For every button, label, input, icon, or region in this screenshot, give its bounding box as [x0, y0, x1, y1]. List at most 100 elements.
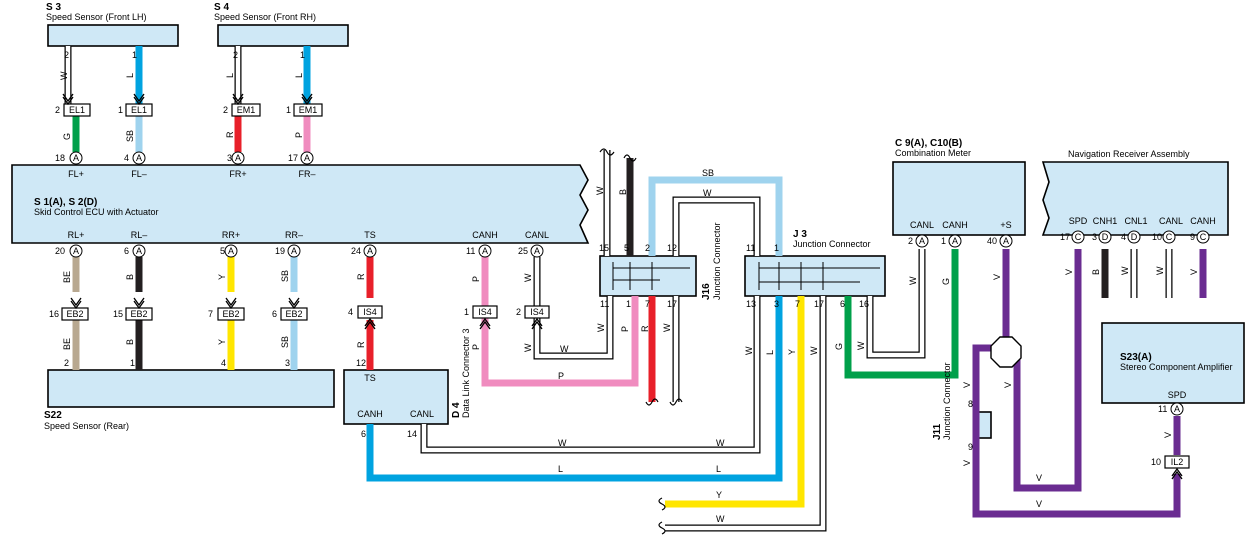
svg-text:CANH: CANH [1190, 216, 1216, 226]
svg-text:4: 4 [124, 153, 129, 163]
c9-name: Combination Meter [895, 148, 971, 158]
svg-text:SPD: SPD [1168, 390, 1187, 400]
svg-text:9: 9 [968, 442, 973, 452]
d4-ref: D 4 [451, 402, 462, 418]
svg-text:W: W [560, 344, 569, 354]
svg-text:C: C [1075, 232, 1082, 242]
svg-text:15: 15 [113, 309, 123, 319]
svg-text:V: V [962, 460, 972, 466]
j16-name: Junction Connector [712, 222, 722, 300]
svg-text:C: C [1166, 232, 1173, 242]
svg-text:1: 1 [774, 243, 779, 253]
svg-text:RR+: RR+ [222, 230, 240, 240]
svg-text:11: 11 [746, 243, 755, 253]
s1-ref: S 1(A), S 2(D) [34, 197, 97, 208]
connector-eb2: EB2 [285, 309, 302, 319]
svg-text:L: L [125, 73, 135, 78]
svg-text:V: V [1036, 473, 1042, 483]
svg-text:8: 8 [968, 399, 973, 409]
svg-text:SB: SB [702, 168, 714, 178]
svg-text:1: 1 [300, 50, 305, 60]
svg-text:A: A [291, 246, 297, 256]
svg-text:6: 6 [840, 299, 845, 309]
wire-color-codes: W L L L G SB R P BE B Y SB R BE B Y SB R… [59, 71, 1199, 524]
s23-ref: S23(A) [1120, 352, 1152, 363]
svg-text:V: V [1064, 269, 1074, 275]
navigation-receiver-box [1041, 161, 1229, 236]
svg-text:CANL: CANL [910, 220, 934, 230]
svg-text:5: 5 [220, 246, 225, 256]
j3-ref: J 3 [793, 229, 807, 240]
svg-text:RR–: RR– [285, 230, 303, 240]
speed-sensor-rear-box [47, 369, 335, 408]
svg-text:2: 2 [908, 236, 913, 246]
svg-text:4: 4 [1121, 232, 1126, 242]
svg-text:CANH: CANH [472, 230, 498, 240]
svg-text:P: P [471, 276, 481, 282]
svg-text:7: 7 [645, 299, 650, 309]
svg-text:3: 3 [1092, 232, 1097, 242]
svg-text:R: R [640, 325, 650, 332]
data-link-connector-box [343, 369, 449, 425]
svg-text:V: V [962, 382, 972, 388]
svg-text:W: W [716, 514, 725, 524]
svg-text:G: G [941, 278, 951, 285]
svg-text:11: 11 [466, 246, 475, 256]
svg-text:1: 1 [118, 105, 123, 115]
svg-text:W: W [523, 343, 533, 352]
svg-text:17: 17 [814, 299, 824, 309]
svg-text:A: A [482, 246, 488, 256]
svg-text:5: 5 [624, 243, 629, 253]
svg-text:A: A [919, 236, 925, 246]
svg-text:V: V [1003, 382, 1013, 388]
svg-text:10: 10 [1151, 457, 1161, 467]
svg-text:L: L [765, 350, 775, 355]
connector-el1: EL1 [131, 105, 147, 115]
svg-text:G: G [834, 343, 844, 350]
svg-text:BE: BE [62, 338, 72, 350]
svg-text:CANH: CANH [357, 409, 383, 419]
speed-sensor-front-rh-box [217, 24, 349, 47]
svg-text:A: A [73, 153, 79, 163]
svg-text:B: B [125, 339, 135, 345]
j3-name: Junction Connector [793, 239, 871, 249]
svg-text:V: V [992, 274, 1002, 280]
svg-text:D: D [1102, 232, 1109, 242]
svg-text:SB: SB [280, 270, 290, 282]
svg-text:SPD: SPD [1069, 216, 1088, 226]
svg-text:SB: SB [280, 336, 290, 348]
svg-text:11: 11 [600, 299, 609, 309]
svg-text:A: A [534, 246, 540, 256]
svg-text:12: 12 [667, 243, 677, 253]
svg-text:7: 7 [795, 299, 800, 309]
svg-text:6: 6 [272, 309, 277, 319]
svg-text:L: L [225, 73, 235, 78]
connector-el1: EL1 [69, 105, 85, 115]
svg-text:A: A [136, 153, 142, 163]
svg-text:19: 19 [275, 246, 285, 256]
svg-text:3: 3 [227, 153, 232, 163]
svg-text:B: B [125, 274, 135, 280]
svg-text:A: A [952, 236, 958, 246]
svg-text:L: L [716, 464, 721, 474]
s3-name: Speed Sensor (Front LH) [46, 12, 147, 22]
svg-text:BE: BE [62, 271, 72, 283]
svg-text:Y: Y [217, 274, 227, 280]
wire-break-marks [599, 148, 683, 535]
connector-is4: IS4 [530, 307, 544, 317]
connector-is4: IS4 [363, 307, 377, 317]
svg-text:L: L [558, 464, 563, 474]
s4-ref: S 4 [214, 2, 229, 13]
svg-text:4: 4 [348, 307, 353, 317]
c9-ref: C 9(A), C10(B) [895, 138, 962, 149]
svg-text:R: R [225, 131, 235, 138]
svg-text:CANH: CANH [942, 220, 968, 230]
svg-text:W: W [59, 71, 69, 80]
svg-text:2: 2 [233, 50, 238, 60]
svg-text:V: V [1189, 269, 1199, 275]
connector-is4: IS4 [478, 307, 492, 317]
svg-text:2: 2 [645, 243, 650, 253]
svg-text:FL+: FL+ [68, 169, 84, 179]
s1-name: Skid Control ECU with Actuator [34, 207, 159, 217]
